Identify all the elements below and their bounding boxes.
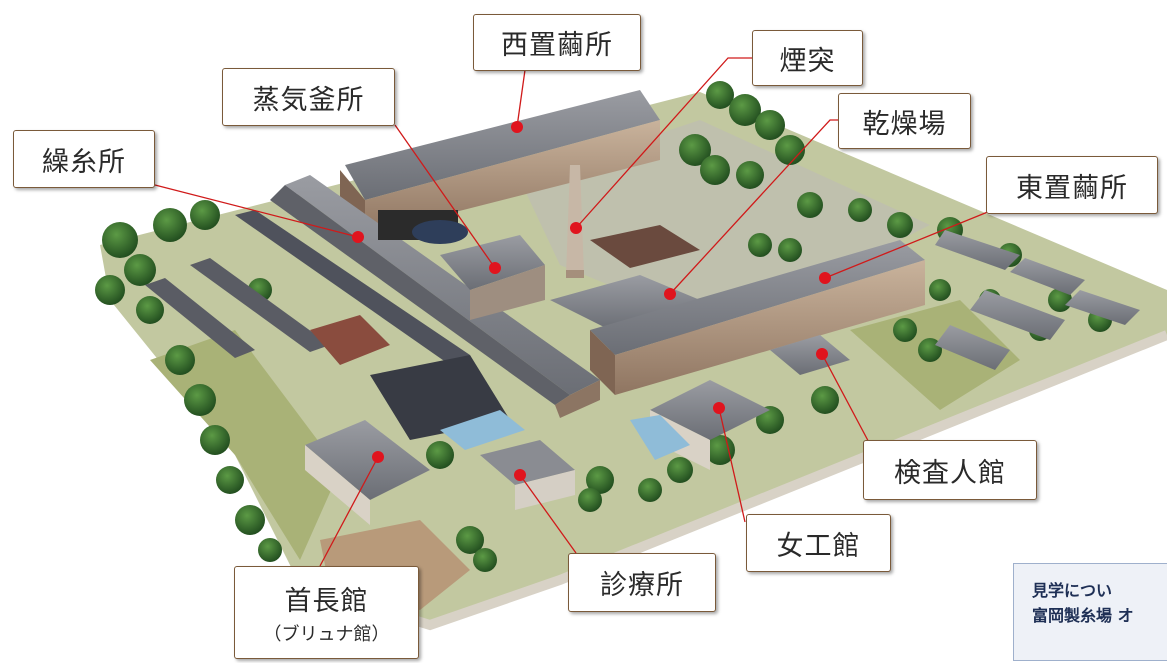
- visit-info-text: 富岡製糸場 オ: [1032, 606, 1134, 625]
- chimney: [566, 165, 584, 278]
- leader-lines: [154, 57, 1001, 567]
- building-directors-house: [305, 420, 430, 525]
- label-text: 首長館: [284, 586, 369, 617]
- marker-east-warehouse: [819, 272, 831, 284]
- label-drying-shed[interactable]: 乾燥場: [838, 93, 971, 149]
- label-text: 煙突: [779, 45, 836, 77]
- marker-dormitory: [713, 402, 725, 414]
- label-steam-boiler-house[interactable]: 蒸気釜所: [222, 68, 395, 126]
- building-steam-boiler-house: [378, 210, 545, 320]
- label-text: 東置繭所: [1016, 172, 1128, 204]
- courtyard: [520, 120, 930, 330]
- building-clinic: [440, 410, 575, 510]
- marker-nishi-okimayu: [511, 121, 523, 133]
- label-subtext: （ブリュナ館）: [263, 624, 390, 645]
- building-female-workers-dormitory: [630, 380, 770, 470]
- label-silk-reeling-mill[interactable]: 繰糸所: [13, 130, 155, 188]
- label-nishi-okimayu[interactable]: 西置繭所: [473, 14, 641, 71]
- location-markers: [352, 121, 831, 481]
- label-inspectors-house[interactable]: 検査人館: [863, 440, 1037, 500]
- marker-steam-boiler: [489, 262, 501, 274]
- label-east-cocoon-warehouse[interactable]: 東置繭所: [986, 156, 1158, 214]
- label-text: 西置繭所: [501, 30, 613, 61]
- label-text: 検査人館: [894, 457, 1006, 489]
- marker-chimney: [570, 222, 582, 234]
- marker-directors-house: [372, 451, 384, 463]
- west-long-buildings: [145, 210, 510, 440]
- marker-inspectors-house: [816, 348, 828, 360]
- label-text: 乾燥場: [862, 108, 947, 140]
- label-text: 女工館: [776, 530, 861, 562]
- label-clinic[interactable]: 診療所: [568, 553, 716, 612]
- visit-info-heading: 見学につい: [1032, 581, 1113, 600]
- east-outbuildings: [935, 230, 1140, 370]
- building-silk-reeling-mill: [270, 175, 600, 418]
- label-text: 繰糸所: [42, 146, 126, 178]
- label-female-workers-dormitory[interactable]: 女工館: [746, 514, 891, 572]
- marker-drying-shed: [664, 288, 676, 300]
- label-directors-house[interactable]: 首長館 （ブリュナ館）: [234, 566, 419, 659]
- marker-clinic: [514, 469, 526, 481]
- building-east-cocoon-warehouse: [590, 240, 925, 395]
- label-text: 診療所: [600, 570, 684, 601]
- label-text: 蒸気釜所: [252, 84, 365, 116]
- building-inspectors-house: [770, 335, 850, 375]
- marker-reeling-mill: [352, 231, 364, 243]
- visit-info-box[interactable]: 見学につい 富岡製糸場 オ: [1013, 563, 1167, 661]
- label-chimney[interactable]: 煙突: [752, 30, 863, 86]
